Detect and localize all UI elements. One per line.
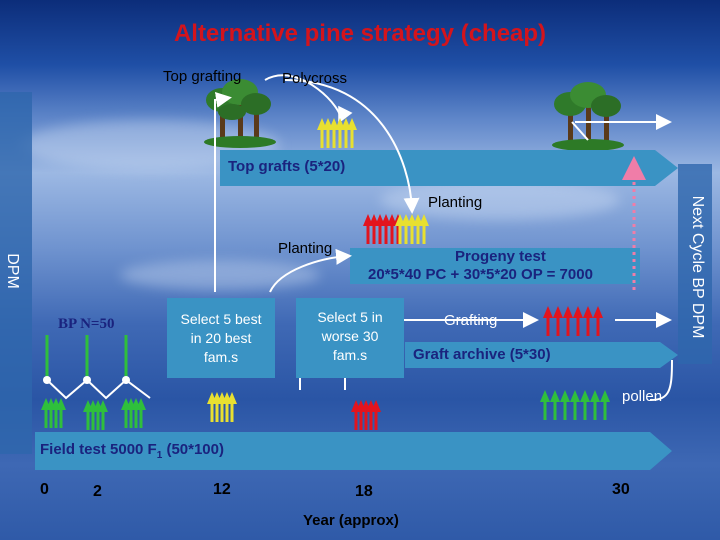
dpm-label: DPM [3,253,21,289]
top-grafts-arrow [220,150,678,186]
seedling-group-yellow [207,392,237,422]
tree-cluster-icon-right [552,82,624,151]
seedling-group-green [41,398,66,428]
next-cycle-label: Next Cycle BP DPM [689,195,706,339]
year-tick: 12 [213,481,231,498]
arrow-polycross [264,74,353,124]
year-axis-label: Year (approx) [303,512,399,529]
field-test-label: Field test 5000 F1 (50*100) [40,441,224,461]
select-best-line: in 20 best [190,330,252,346]
field-test-arrow [35,432,672,470]
year-tick: 0 [40,481,49,498]
select-best-line: Select 5 best [180,311,262,327]
select-worse-line: Select 5 in [317,309,383,325]
seedling-group-green [83,400,108,430]
page-title: Alternative pine strategy (cheap) [173,20,547,47]
cloud [380,180,620,220]
progeny-test-band [350,248,640,284]
progeny-test-formula: 20*5*40 PC + 30*5*20 OP = 7000 [368,266,593,283]
graft-archive-label: Graft archive (5*30) [413,346,551,363]
year-tick: 2 [93,483,102,500]
polycross-label: Polycross [282,70,348,87]
seedling-group-red [351,400,381,430]
planting-left-label: Planting [278,240,333,257]
select-best-line: fam.s [203,349,239,365]
field-test-tail: (50*100) [162,441,224,458]
field-test-text: Field test 5000 F [40,441,157,458]
year-tick: 30 [612,481,630,498]
pedigree-diagram [43,335,151,400]
seedling-group-green [121,398,146,428]
seedling-group-red [363,214,403,244]
bp-label: BP N=50 [58,316,115,332]
seedling-group-red [543,306,603,336]
planting-right-label: Planting [428,194,483,211]
select-worse-box: Select 5 in worse 30 fam.s [296,298,404,378]
pollen-label: pollen [622,388,663,405]
select-worse-line: fam.s [332,347,368,363]
arrow-planting-left [269,248,352,293]
select-best-box: Select 5 best in 20 best fam.s [167,298,275,378]
graft-archive-arrow [405,342,678,368]
arrow-to-top-grafting [214,91,232,292]
seedling-group-yellow [395,214,429,244]
select-worse-line: worse 30 [321,328,379,344]
arrow-pollen [649,359,673,401]
progeny-test-title: Progeny test [455,248,546,265]
arrow-link [571,121,589,141]
top-grafting-label: Top grafting [163,68,242,85]
year-tick: 18 [355,483,373,500]
grafting-label: Grafting [444,312,498,329]
field-test-subscript: 1 [156,450,163,461]
seedling-group-yellow [317,118,357,148]
next-cycle-bar [678,164,712,364]
seedling-group-green [540,390,610,420]
dpm-bar [0,92,32,454]
arrow-planting-right [284,79,420,214]
top-grafts-label: Top grafts (5*20) [228,158,346,175]
